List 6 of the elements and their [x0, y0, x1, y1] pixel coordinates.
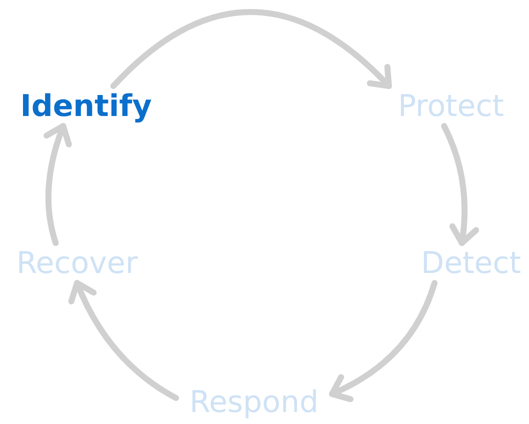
cycle-arrow: [44, 123, 72, 246]
cycle-arrow: [441, 123, 479, 246]
cycle-arrow: [329, 280, 438, 402]
stage-label: Identify: [10, 86, 162, 126]
cycle-arrow: [68, 280, 179, 401]
cycle-arrow: [110, 9, 392, 89]
